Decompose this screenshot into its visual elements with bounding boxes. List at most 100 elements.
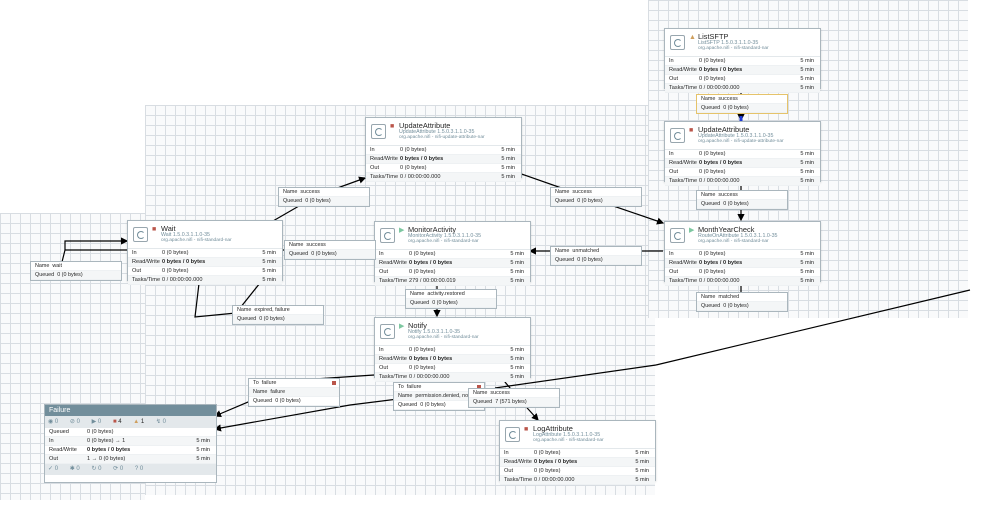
stat-label: Out (379, 365, 389, 371)
conn-name: failure (270, 389, 286, 395)
stat-window: 5 min (510, 356, 524, 362)
stat-label: Tasks/Time (669, 178, 698, 184)
processor-bundle: org.apache.nifi - nifi-standard-nar (698, 46, 769, 51)
conn-name: matched (718, 294, 740, 300)
processor-icon (380, 324, 395, 339)
play-icon: ▶ (399, 227, 405, 234)
processor-bundle: org.apache.nifi - nifi-standard-nar (408, 335, 479, 340)
stat-out: 0 (0 bytes) (699, 269, 726, 275)
stat-label: Read/Write (132, 259, 160, 265)
conn-key: Name (555, 248, 570, 254)
stat-out: 0 (0 bytes) (699, 169, 726, 175)
stat-label: Out (669, 169, 679, 175)
stat-window: 5 min (800, 260, 814, 266)
stat-in: 0 (0 bytes) → 1 (87, 438, 126, 444)
processor-monthyearcheck[interactable]: ▶ MonthYearCheck RouteOnAttribute 1.5.0.… (664, 221, 821, 286)
stat-label: Out (379, 269, 389, 275)
stat-window: 5 min (510, 260, 524, 266)
stat-label: Tasks/Time (669, 85, 698, 91)
processor-logattribute[interactable]: ■ LogAttribute LogAttribute 1.5.0.3.1.1.… (499, 420, 656, 485)
conn-key: Name (35, 263, 50, 269)
processor-name: MonitorActivity (408, 225, 457, 234)
conn-key: Queued (701, 201, 721, 207)
conn-key: Queued (253, 398, 273, 404)
conn-key: Queued (555, 198, 575, 204)
conn-key: Name (701, 96, 716, 102)
stat-window: 5 min (501, 174, 515, 180)
stat-label: Read/Write (504, 459, 532, 465)
conn-key: Name (555, 189, 570, 195)
conn-key: Queued (289, 251, 309, 257)
stat-label: Out (132, 268, 142, 274)
stop-icon: ■ 4 (112, 419, 122, 425)
conn-name: unmatched (572, 248, 600, 254)
processor-bundle: org.apache.nifi - nifi-standard-nar (408, 239, 479, 244)
stat-window: 5 min (800, 151, 814, 157)
stat-label: Out (504, 468, 514, 474)
stat-in: 0 (0 bytes) (699, 251, 726, 257)
stat-rw: 0 bytes / 0 bytes (699, 260, 743, 266)
stat-window: 5 min (262, 268, 276, 274)
stop-icon (332, 381, 336, 385)
processor-type: Wait 1.5.0.3.1.1.0-35 (161, 232, 210, 238)
stat-in: 0 (0 bytes) (162, 250, 189, 256)
stat-out: 0 (0 bytes) (699, 76, 726, 82)
stat-label: In (379, 251, 384, 257)
processor-monitoractivity[interactable]: ▶ MonitorActivity MonitorActivity 1.5.0.… (374, 221, 531, 286)
processor-name: UpdateAttribute (698, 125, 750, 134)
processor-name: MonthYearCheck (698, 225, 755, 234)
stop-icon: ■ (390, 123, 395, 130)
not-transmitting-icon: ⊘ 0 (69, 419, 80, 425)
canvas-grid-left[interactable] (0, 213, 145, 500)
stat-out: 0 (0 bytes) (162, 268, 189, 274)
stat-window: 5 min (510, 374, 524, 380)
processor-type: RouteOnAttribute 1.5.0.3.1.1.0-35 (698, 233, 778, 239)
stat-window: 5 min (510, 251, 524, 257)
conn-name: expired, failure (254, 307, 290, 313)
processor-updateattribute-top[interactable]: ■ UpdateAttribute UpdateAttribute 1.5.0.… (365, 117, 522, 182)
processor-wait[interactable]: ■ Wait Wait 1.5.0.3.1.1.0-35 org.apache.… (127, 220, 283, 285)
conn-key: Queued (473, 399, 493, 405)
processor-updateattribute-right[interactable]: ■ UpdateAttribute UpdateAttribute 1.5.0.… (664, 121, 821, 186)
stat-window: 5 min (501, 147, 515, 153)
stat-tasks: 0 / 00:00:00.000 (699, 85, 740, 91)
conn-queued: 0 (0 bytes) (723, 201, 749, 207)
conn-key: Name (283, 189, 298, 195)
stat-in: 0 (0 bytes) (699, 58, 726, 64)
stat-out: 0 (0 bytes) (534, 468, 561, 474)
processor-notify[interactable]: ▶ Notify Notify 1.5.0.3.1.1.0-35 org.apa… (374, 317, 531, 382)
stat-tasks: 0 / 00:00:00.000 (162, 277, 203, 283)
stat-label: Out (669, 76, 679, 82)
conn-name: success (306, 242, 326, 248)
stop-icon: ■ (152, 226, 157, 233)
stat-window: 5 min (800, 278, 814, 284)
stat-rw: 0 bytes / 0 bytes (409, 356, 453, 362)
stat-window: 5 min (800, 178, 814, 184)
stat-rw: 0 bytes / 0 bytes (400, 156, 444, 162)
stat-in: 0 (0 bytes) (409, 251, 436, 257)
play-icon: ▶ (399, 323, 405, 330)
conn-name: success (490, 390, 510, 396)
warning-icon: ▲ 1 (133, 419, 145, 425)
processor-listsftp[interactable]: ▲ ListSFTP ListSFTP 1.5.0.3.1.1.0-35 org… (664, 28, 821, 93)
conn-name: success (572, 189, 592, 195)
conn-queued: 0 (0 bytes) (723, 105, 749, 111)
stat-label: Tasks/Time (370, 174, 399, 180)
conn-key: To (253, 380, 259, 386)
processor-bundle: org.apache.nifi - nifi-standard-nar (533, 438, 604, 443)
stat-window: 5 min (800, 269, 814, 275)
processor-icon (505, 427, 520, 442)
